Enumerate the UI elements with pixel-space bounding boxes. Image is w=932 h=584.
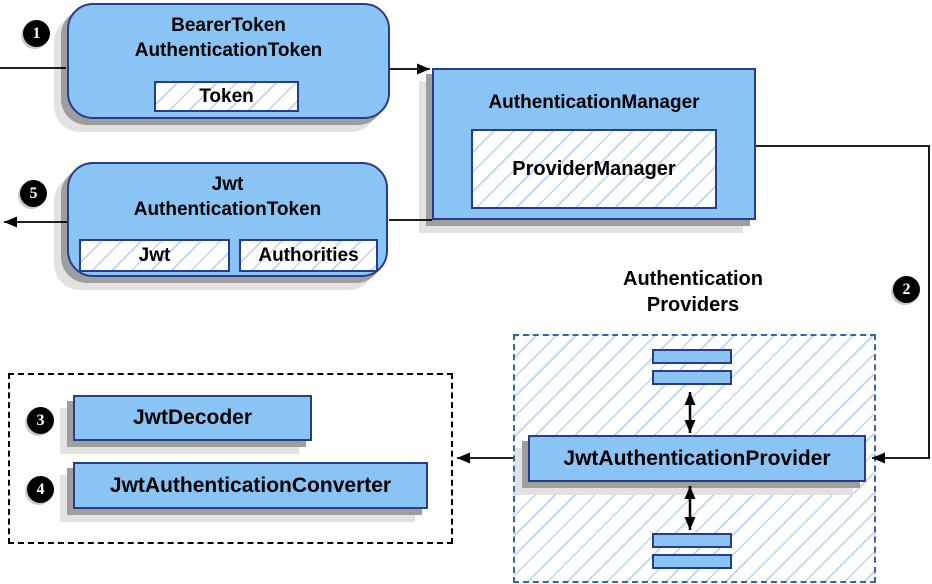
jwt-authentication-provider-node: JwtAuthenticationProvider [528,435,866,482]
authorities-chip-label: Authorities [258,244,359,266]
jwt-chip-label: Jwt [138,244,171,266]
token-chip-label: Token [199,85,254,107]
step-4-badge: 4 [27,476,54,503]
jwt-chip: Jwt [79,239,230,272]
provider-placeholder-bar [652,533,732,548]
authentication-manager-title: AuthenticationManager [488,92,700,113]
jwt-authentication-provider-title: JwtAuthenticationProvider [563,446,831,470]
provider-manager-chip-label: ProviderManager [512,157,676,180]
provider-placeholder-bar [652,554,732,569]
provider-manager-chip: ProviderManager [471,129,717,209]
provider-placeholder-bar [652,370,732,385]
decoder-converter-group [8,373,453,544]
step-3-badge: 3 [27,407,54,434]
bearer-token-authentication-token-node: BearerToken AuthenticationToken Token [67,3,390,119]
authentication-providers-label: Authentication Providers [623,268,763,316]
step-5-badge: 5 [20,180,47,207]
jwt-decoder-title: JwtDecoder [132,406,253,429]
jwt-authentication-token-title: Jwt AuthenticationToken [133,174,322,220]
jwt-decoder-node: JwtDecoder [73,395,312,441]
authentication-manager-node: AuthenticationManager ProviderManager [432,68,756,220]
step-2-badge: 2 [893,276,920,303]
jwt-authentication-converter-node: JwtAuthenticationConverter [73,462,428,509]
provider-placeholder-bar [652,349,732,364]
jwt-authentication-token-node: Jwt AuthenticationToken Jwt Authorities [67,162,388,277]
step-1-badge: 1 [23,20,50,47]
bearer-token-title: BearerToken AuthenticationToken [134,15,323,61]
authorities-chip: Authorities [239,239,378,272]
token-chip: Token [154,81,299,112]
jwt-authentication-converter-title: JwtAuthenticationConverter [109,473,392,497]
